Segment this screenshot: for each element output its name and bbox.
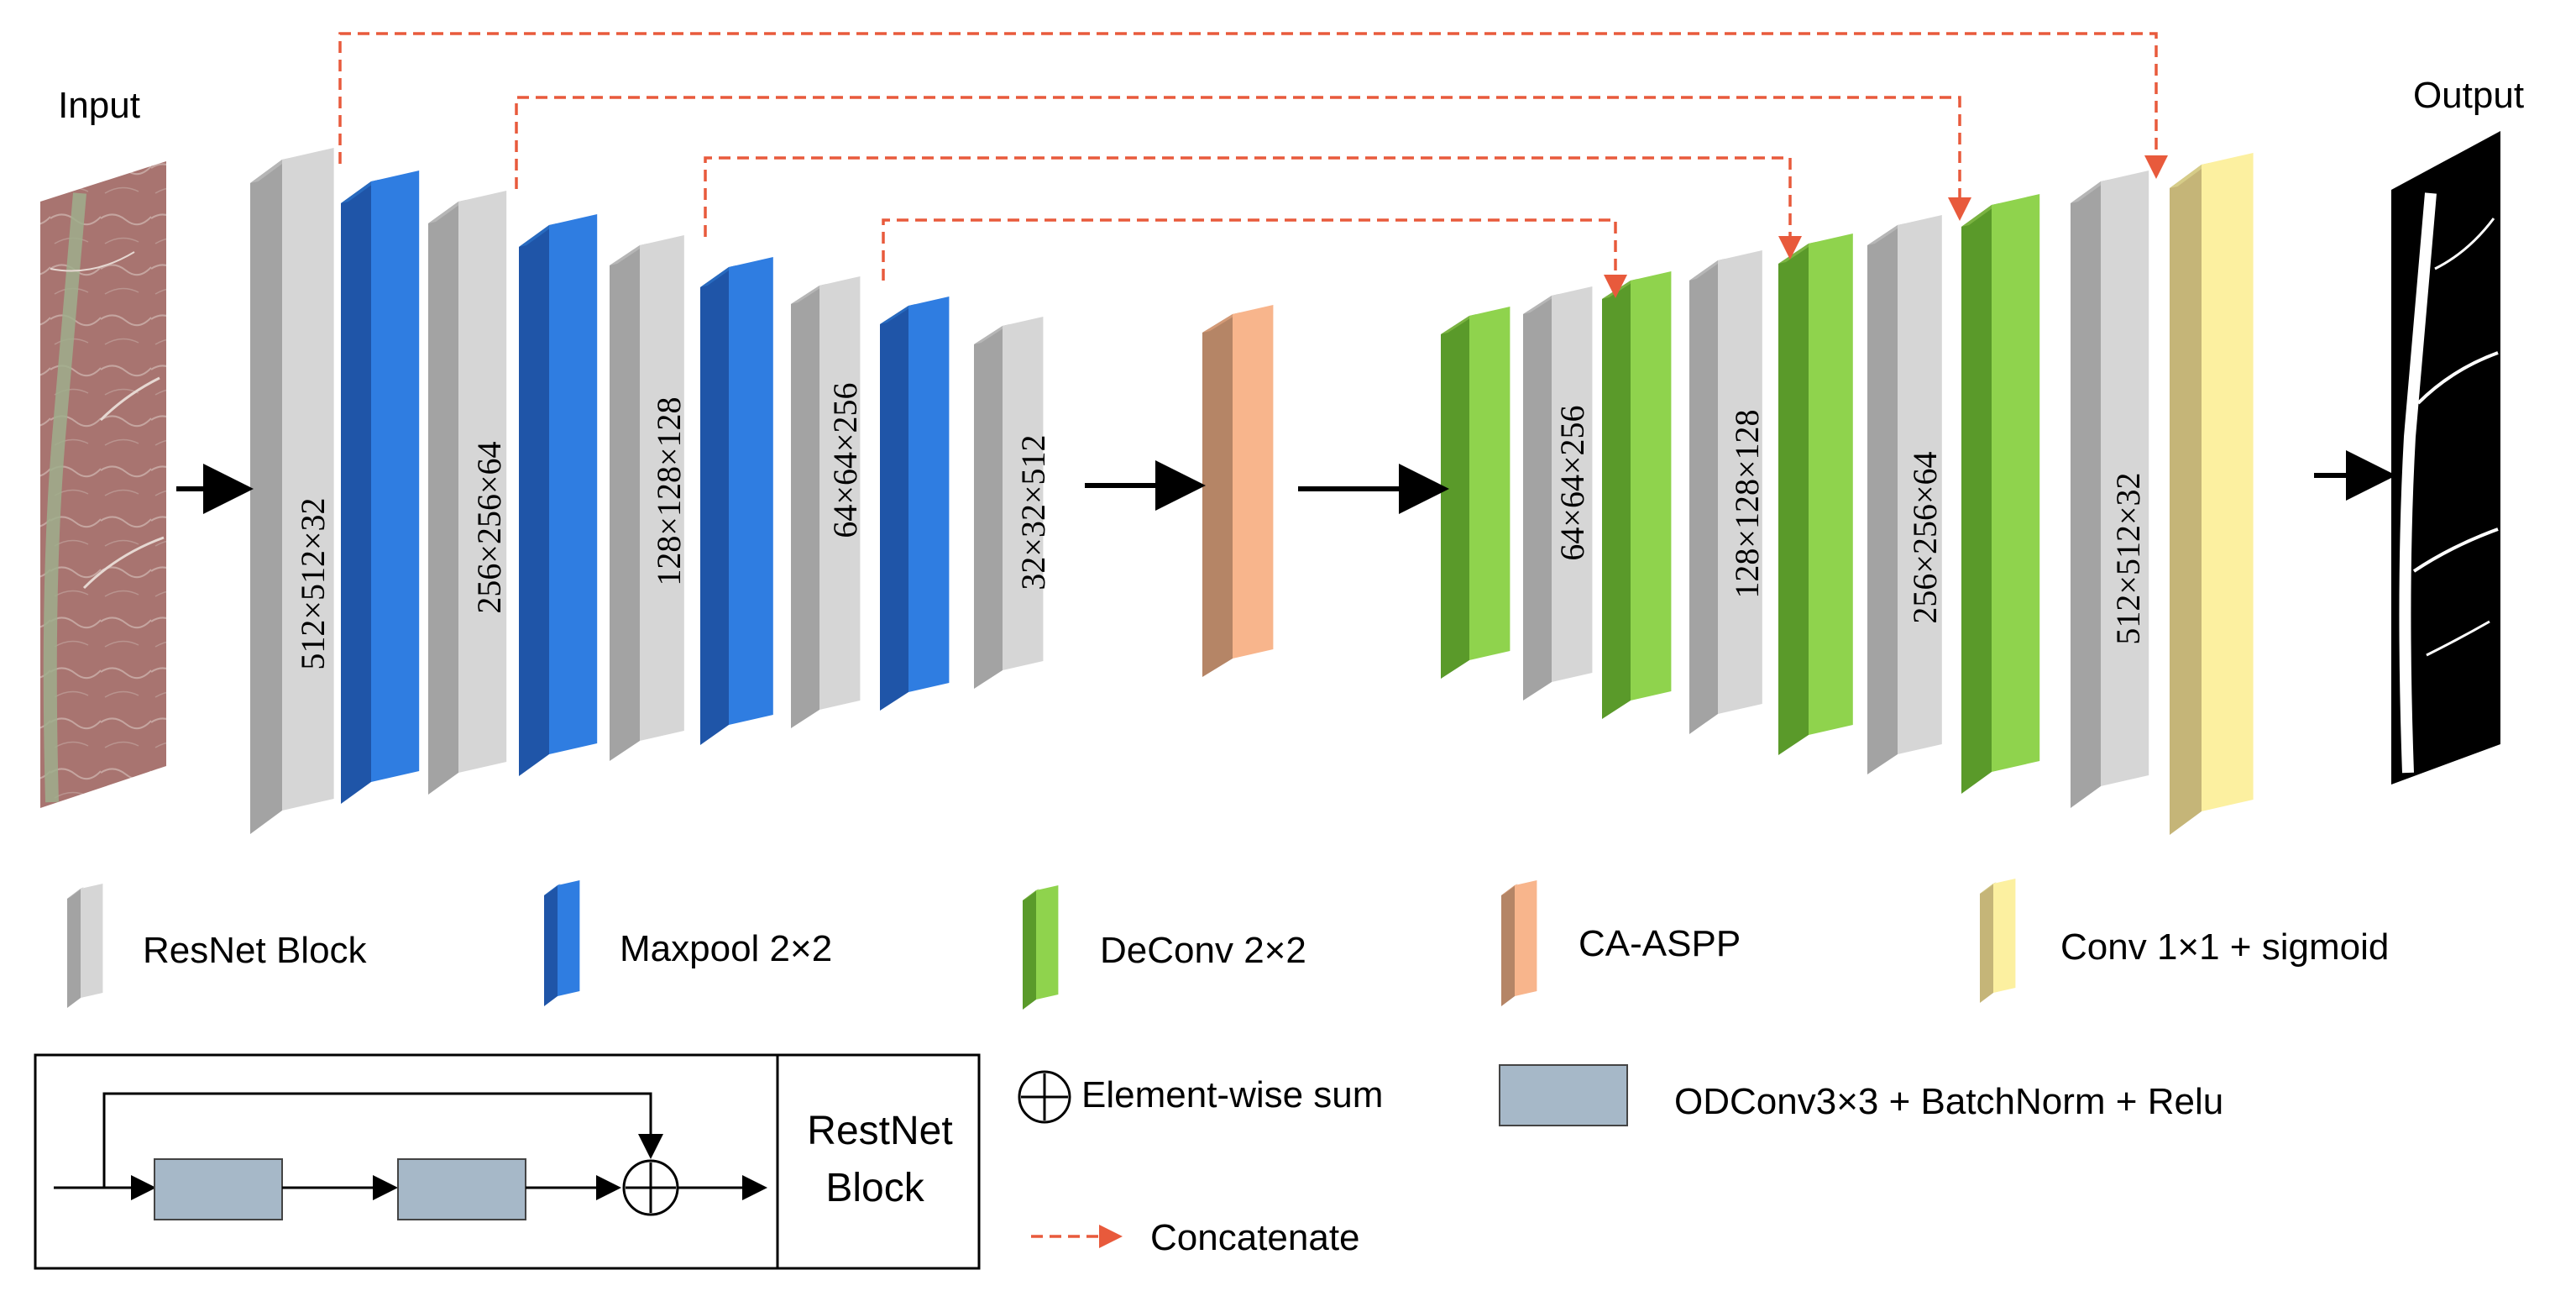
aspp-block [1202, 305, 1274, 677]
network-blocks [250, 148, 2254, 835]
encoder-maxpool-3 [700, 257, 773, 745]
input-image [40, 161, 166, 808]
legend-conv-swatch [1980, 879, 2016, 1003]
encoder-resnet-3 [610, 235, 684, 761]
legend-resnet-swatch [67, 884, 103, 1008]
legend-sum-label: Element-wise sum [1081, 1074, 1383, 1115]
sum-icon [1018, 1070, 1071, 1124]
input-road-line [43, 192, 86, 803]
encoder-dim-label-5: 32×32×512 [1014, 434, 1052, 590]
skip-connections [338, 32, 2168, 298]
encoder-resnet-2 [428, 191, 507, 795]
decoder-deconv-4 [1961, 194, 2040, 794]
decoder-deconv-2 [1602, 271, 1672, 719]
legend-labels: ResNet Block Maxpool 2×2 DeConv 2×2 CA-A… [143, 923, 2389, 971]
legend-maxpool-label: Maxpool 2×2 [620, 928, 832, 969]
legend-resnet-label: ResNet Block [143, 930, 368, 971]
legend-odconv-label: ODConv3×3 + BatchNorm + Relu [1674, 1081, 2223, 1122]
decoder-resnet-1 [1523, 286, 1593, 701]
encoder-dim-label-3: 128×128×128 [650, 396, 688, 585]
output-label: Output [2413, 75, 2524, 116]
decoder-dim-label-1: 64×64×256 [1553, 405, 1591, 560]
legend-sum: Element-wise sum [1018, 1070, 1383, 1124]
resnet-detail-title-line2: Block [825, 1166, 924, 1210]
resnet-detail-frame [34, 1053, 981, 1270]
odconv-block-1 [154, 1158, 283, 1220]
resnet-block-detail: RestNet Block [34, 1053, 981, 1270]
conv-output-block [2170, 153, 2254, 835]
decoder-dim-label-3: 256×256×64 [1906, 451, 1944, 623]
legend-aspp-swatch [1501, 880, 1537, 1006]
skip-connection-2 [515, 96, 1971, 221]
output-mask [2391, 131, 2500, 785]
decoder-resnet-2 [1689, 250, 1762, 734]
encoder-dim-label-2: 256×256×64 [470, 441, 508, 613]
decoder-deconv-3 [1778, 234, 1853, 755]
legend-conv-label: Conv 1×1 + sigmoid [2060, 926, 2389, 968]
encoder-dim-label-1: 512×512×32 [294, 497, 332, 669]
encoder-maxpool-2 [519, 214, 598, 776]
decoder-resnet-4 [2071, 171, 2149, 808]
resnet-detail-title-line1: RestNet [807, 1109, 952, 1153]
decoder-dim-label-2: 128×128×128 [1728, 409, 1766, 598]
decoder-dim-label-4: 512×512×32 [2109, 472, 2147, 644]
odconv-swatch [1499, 1064, 1628, 1126]
encoder-resnet-4 [791, 276, 861, 728]
legend-concat: Concatenate [1031, 1217, 1360, 1258]
legend-deconv-label: DeConv 2×2 [1100, 930, 1306, 971]
legend-aspp-label: CA-ASPP [1579, 923, 1741, 964]
decoder-deconv-1 [1441, 307, 1511, 679]
legend-row [67, 879, 2016, 1010]
dimension-labels: 512×512×32 256×256×64 128×128×128 64×64×256… [294, 382, 2147, 669]
encoder-resnet-1 [250, 148, 334, 834]
encoder-maxpool-1 [341, 171, 420, 804]
residual-shortcut [102, 1092, 663, 1188]
encoder-maxpool-4 [880, 297, 950, 711]
sum-icon [622, 1159, 679, 1216]
encoder-dim-label-4: 64×64×256 [826, 382, 864, 538]
flow-arrows [176, 450, 2396, 514]
encoder-resnet-5 [974, 317, 1044, 689]
legend-deconv-swatch [1023, 885, 1059, 1010]
input-label: Input [58, 85, 140, 126]
skip-connection-3 [704, 156, 1802, 260]
legend-odconv: ODConv3×3 + BatchNorm + Relu [1499, 1064, 2223, 1126]
legend-maxpool-swatch [544, 880, 580, 1006]
legend-concat-label: Concatenate [1150, 1217, 1360, 1258]
odconv-block-2 [397, 1158, 526, 1220]
skip-connection-1 [338, 32, 2168, 179]
skip-connection-4 [882, 218, 1627, 298]
decoder-resnet-3 [1867, 215, 1942, 774]
